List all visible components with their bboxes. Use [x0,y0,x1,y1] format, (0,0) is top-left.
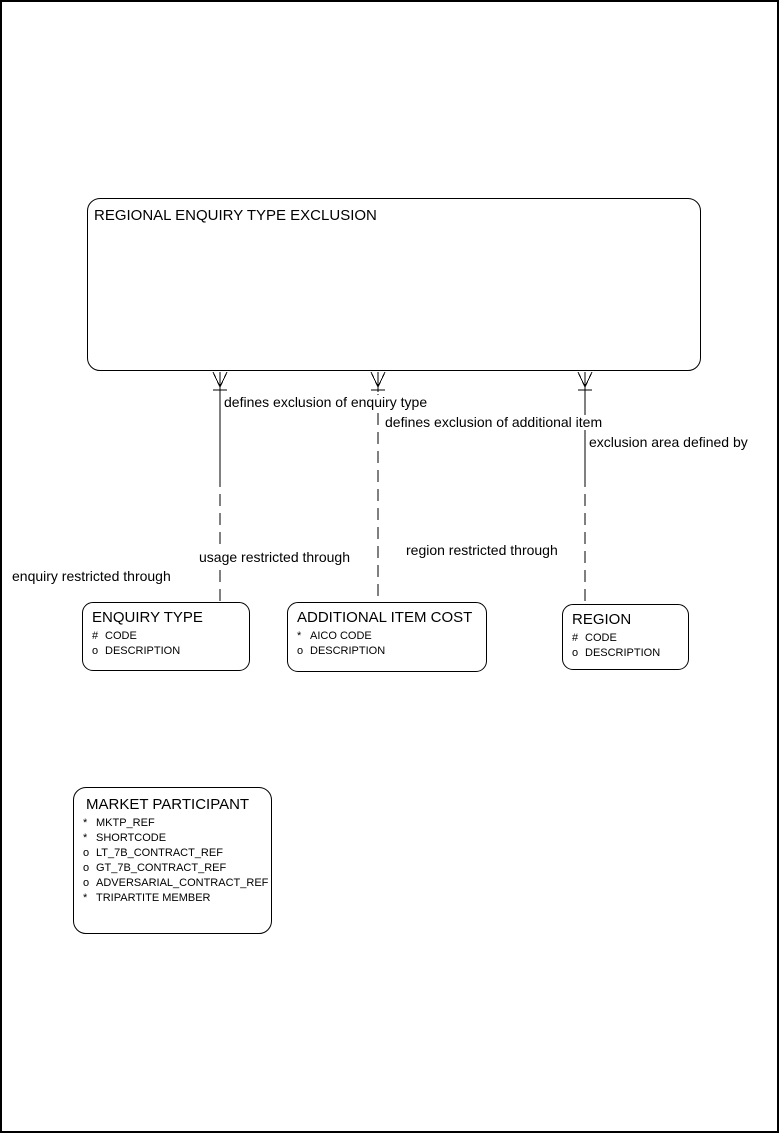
crows-foot-icon [577,371,593,389]
attribute-name: TRIPARTITE MEMBER [96,892,211,904]
attribute-row: o ADVERSARIAL_CONTRACT_REF [74,876,271,891]
attribute-row: * SHORTCODE [74,831,271,846]
attribute-row: * AICO CODE [288,629,486,644]
relationship-label-defines-exclusion-of-additional-item: defines exclusion of additional item [385,414,603,430]
entity-region[interactable]: REGION # CODE o DESCRIPTION [562,604,689,670]
attribute-marker: o [572,647,579,659]
attribute-marker: * [83,892,88,904]
entity-title: REGIONAL ENQUIRY TYPE EXCLUSION [94,207,377,224]
relationship-label-defines-exclusion-of-enquiry-type: defines exclusion of enquiry type [224,394,428,410]
entity-enquiry-type[interactable]: ENQUIRY TYPE # CODE o DESCRIPTION [82,602,250,671]
attribute-marker: * [83,817,88,829]
attribute-list: # CODE o DESCRIPTION [563,631,688,661]
entity-title: MARKET PARTICIPANT [86,796,250,813]
attribute-row: o GT_7B_CONTRACT_REF [74,861,271,876]
entity-additional-item-cost[interactable]: ADDITIONAL ITEM COST * AICO CODE o DESCR… [287,602,487,672]
entity-regional-enquiry-type-exclusion[interactable]: REGIONAL ENQUIRY TYPE EXCLUSION [87,198,701,371]
attribute-marker: # [572,632,579,644]
relationship-label-region-restricted-through: region restricted through [406,542,558,558]
attribute-row: # CODE [563,631,688,646]
attribute-row: * TRIPARTITE MEMBER [74,891,271,906]
attribute-marker: o [297,645,304,657]
attribute-marker: o [83,847,90,859]
relationship-line-additional-item-cost[interactable] [370,371,386,602]
crows-foot-icon [212,371,228,389]
entity-title: ENQUIRY TYPE [92,609,203,626]
attribute-name: LT_7B_CONTRACT_REF [96,847,223,859]
attribute-name: DESCRIPTION [585,647,661,659]
crows-foot-icon [370,371,386,389]
attribute-marker: * [83,832,88,844]
relationship-label-usage-restricted-through: usage restricted through [199,549,350,565]
attribute-row: o LT_7B_CONTRACT_REF [74,846,271,861]
attribute-name: AICO CODE [310,630,372,642]
attribute-name: GT_7B_CONTRACT_REF [96,862,227,874]
attribute-marker: o [83,862,90,874]
attribute-marker: # [92,630,99,642]
attribute-list: * AICO CODE o DESCRIPTION [288,629,486,659]
attribute-name: DESCRIPTION [105,645,181,657]
attribute-name: CODE [585,632,617,644]
attribute-row: o DESCRIPTION [563,646,688,661]
attribute-row: o DESCRIPTION [83,644,249,659]
attribute-name: CODE [105,630,137,642]
attribute-row: # CODE [83,629,249,644]
attribute-name: DESCRIPTION [310,645,386,657]
entity-title: REGION [572,611,632,628]
attribute-row: o DESCRIPTION [288,644,486,659]
relationship-label-enquiry-restricted-through: enquiry restricted through [12,568,171,584]
entity-market-participant[interactable]: MARKET PARTICIPANT * MKTP_REF * SHORTCOD… [73,787,272,934]
attribute-name: ADVERSARIAL_CONTRACT_REF [96,877,269,889]
relationship-line-enquiry-type[interactable] [212,371,228,602]
attribute-row: * MKTP_REF [74,816,271,831]
relationship-line-region[interactable] [577,371,593,604]
attribute-name: SHORTCODE [96,832,167,844]
attribute-list: # CODE o DESCRIPTION [83,629,249,659]
attribute-list: * MKTP_REF * SHORTCODE o LT_7B_CONTRACT_… [74,816,271,906]
attribute-marker: o [83,877,90,889]
attribute-marker: * [297,630,302,642]
attribute-name: MKTP_REF [96,817,155,829]
entity-title: ADDITIONAL ITEM COST [297,609,473,626]
attribute-marker: o [92,645,99,657]
relationship-label-exclusion-area-defined-by: exclusion area defined by [589,434,748,450]
